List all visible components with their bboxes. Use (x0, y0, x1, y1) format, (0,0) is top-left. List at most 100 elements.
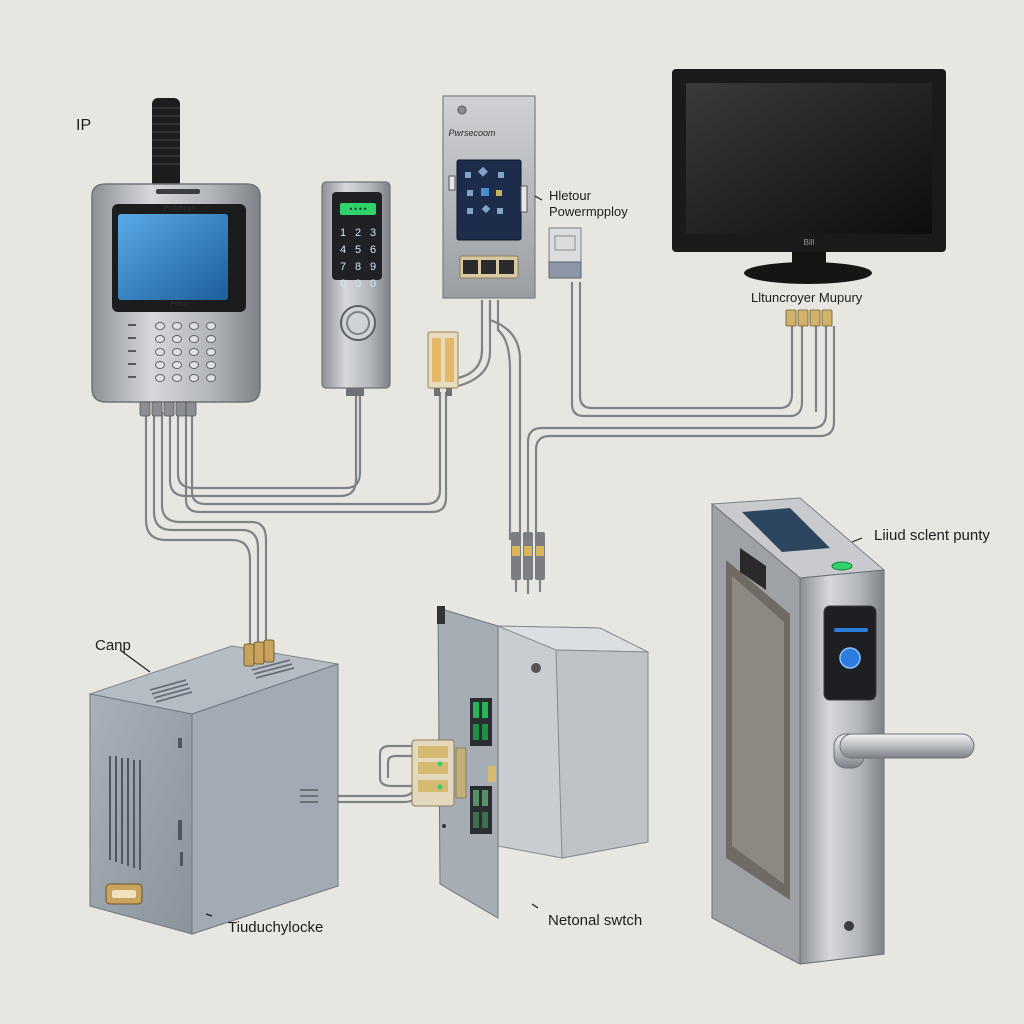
cable (534, 326, 836, 540)
keypad-key: 7 (340, 261, 346, 273)
intercom-key (206, 348, 216, 356)
intercom-key (189, 361, 199, 369)
cable (378, 744, 414, 778)
terminal-block (427, 331, 459, 396)
inline-connectors (511, 532, 545, 580)
heat-power-label-line1: Hletour (549, 188, 591, 203)
cable (160, 412, 268, 648)
monitor-label: Lltuncroyer Mupury (751, 290, 863, 305)
switch-ports (470, 698, 492, 834)
keypad-key: 1 (340, 227, 346, 239)
intercom-key (155, 335, 165, 343)
panel-brand: Pwrsecoom (448, 128, 496, 138)
label-pointers (119, 195, 863, 917)
intercom-key-mark (128, 337, 136, 339)
intercom-key (172, 322, 182, 330)
keypad-key: 0 (370, 278, 376, 290)
keypad-key: 4 (340, 244, 346, 256)
intercom-key (155, 322, 165, 330)
keypad-display-text: •••• (348, 205, 367, 214)
cable (570, 282, 804, 418)
intercom-key (206, 335, 216, 343)
monitor-stand (744, 262, 872, 284)
keypad-key: 2 (355, 227, 361, 239)
monitor-brand: Bill (804, 238, 815, 247)
intercom-key-mark (128, 350, 136, 352)
cable (378, 777, 414, 788)
intercom-keypad (128, 322, 216, 382)
cable (496, 300, 512, 540)
camp-label: Canp (95, 637, 131, 654)
intercom-screen (118, 214, 228, 300)
ip-intercom: Polbitcon Pstuv (91, 98, 261, 417)
gate-slot (740, 548, 766, 590)
intercom-model: Pstuv (170, 300, 189, 308)
cable (152, 412, 260, 648)
fingerprint-sensor (839, 647, 861, 669)
turnstile-gate (710, 497, 975, 965)
lock-box-label: Tiuduchylocke (228, 919, 324, 936)
intercom-key (172, 335, 182, 343)
controller-box-side (191, 663, 339, 935)
monitor-connectors (785, 309, 833, 327)
cable (488, 300, 522, 540)
intercom-key (189, 374, 199, 382)
cable (144, 412, 252, 648)
intercom-brand: Polbitcon (164, 204, 196, 212)
network-switch (411, 606, 649, 919)
monitor: Bill (672, 69, 946, 327)
keypad-key: 6 (370, 244, 376, 256)
intercom-key (172, 374, 182, 382)
switch-front-panel (437, 607, 499, 919)
keypad-key: 0 (355, 278, 361, 290)
access-control-panel: Pwrsecoom (442, 95, 536, 299)
controller-box-vents-front (109, 756, 141, 870)
cable (386, 754, 414, 778)
keypad-key: 0 (340, 278, 346, 290)
cable (578, 282, 794, 410)
cable-group (144, 282, 836, 804)
intercom-key (155, 361, 165, 369)
intercom-key (189, 335, 199, 343)
intercom-key (172, 348, 182, 356)
intercom-key (155, 374, 165, 382)
intercom-key (189, 348, 199, 356)
panel-screen-icons (465, 166, 504, 214)
panel-ethernet-ports (459, 255, 519, 279)
keypad-key: 3 (370, 227, 376, 239)
cable (168, 392, 358, 498)
intercom-key (206, 374, 216, 382)
controller-box-vents-top (149, 659, 295, 703)
cable (176, 392, 362, 490)
controller-box-ports (243, 639, 275, 667)
keypad-key: 5 (355, 244, 361, 256)
keypad-reader-button (340, 305, 376, 341)
keypad-key: 9 (370, 261, 376, 273)
intercom-key-mark (128, 324, 136, 326)
intercom-ports (139, 401, 197, 417)
cable (184, 392, 448, 514)
cable (190, 392, 442, 506)
intercom-speaker-slot (156, 189, 200, 194)
gate-handle (833, 733, 975, 769)
keypad-reader-display (340, 203, 376, 215)
ip-label: IP (76, 117, 92, 134)
power-adapter (548, 227, 582, 279)
intercom-key (172, 361, 182, 369)
controller-box (88, 639, 339, 935)
intercom-key-mark (128, 376, 136, 378)
controller-box-side-slots (178, 738, 183, 866)
intercom-key (206, 361, 216, 369)
intercom-key (155, 348, 165, 356)
cable (526, 326, 828, 540)
switch-connector-block (411, 739, 496, 807)
gate-label: Liiud sclent punty (874, 527, 990, 544)
switch-label: Netonal swtch (548, 912, 643, 929)
antenna (152, 98, 180, 188)
gate-top-panel (742, 508, 830, 552)
controller-box-side-ports (300, 789, 318, 803)
intercom-key-mark (128, 363, 136, 365)
